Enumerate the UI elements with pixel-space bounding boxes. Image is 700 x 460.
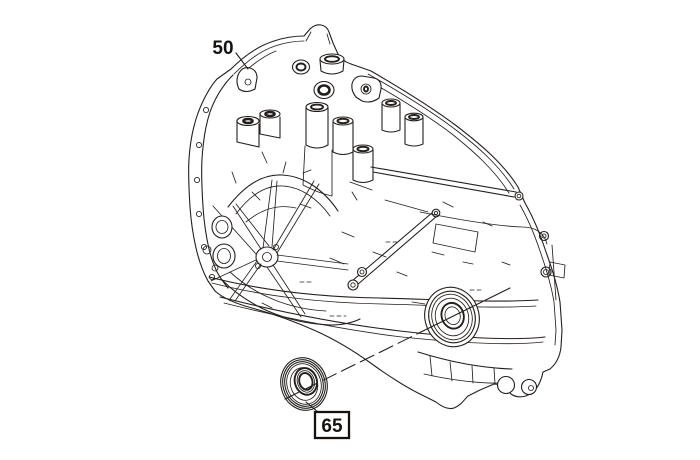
callout-50-label[interactable]: 50 bbox=[212, 38, 233, 59]
top-bosses bbox=[236, 53, 424, 197]
callout-65[interactable]: 65 bbox=[313, 410, 351, 440]
boss-cylinder bbox=[404, 112, 424, 147]
boss-cylinder bbox=[381, 98, 401, 133]
callout-65-label[interactable]: 65 bbox=[321, 416, 343, 437]
output-seal-part bbox=[280, 357, 328, 411]
seal-alignment-solid-line bbox=[420, 287, 511, 333]
callout-65-leader bbox=[305, 401, 319, 413]
callout-50[interactable]: 50 bbox=[212, 38, 233, 59]
callout-50-leader bbox=[235, 52, 249, 70]
bell-housing-spokes bbox=[210, 179, 349, 318]
side-arms bbox=[347, 166, 566, 291]
surface-details bbox=[231, 151, 511, 309]
boss-cylinder bbox=[332, 116, 354, 156]
leader-lines bbox=[235, 52, 511, 413]
bell-housing bbox=[202, 174, 361, 326]
left-flange bbox=[193, 67, 258, 289]
boss-cylinder bbox=[352, 144, 374, 184]
seal-alignment-dashed-line bbox=[284, 331, 422, 400]
boss-cylinder bbox=[305, 101, 329, 149]
callout-65-box[interactable] bbox=[313, 410, 351, 440]
bottom-pan bbox=[417, 351, 538, 396]
case-ribs bbox=[208, 241, 546, 345]
